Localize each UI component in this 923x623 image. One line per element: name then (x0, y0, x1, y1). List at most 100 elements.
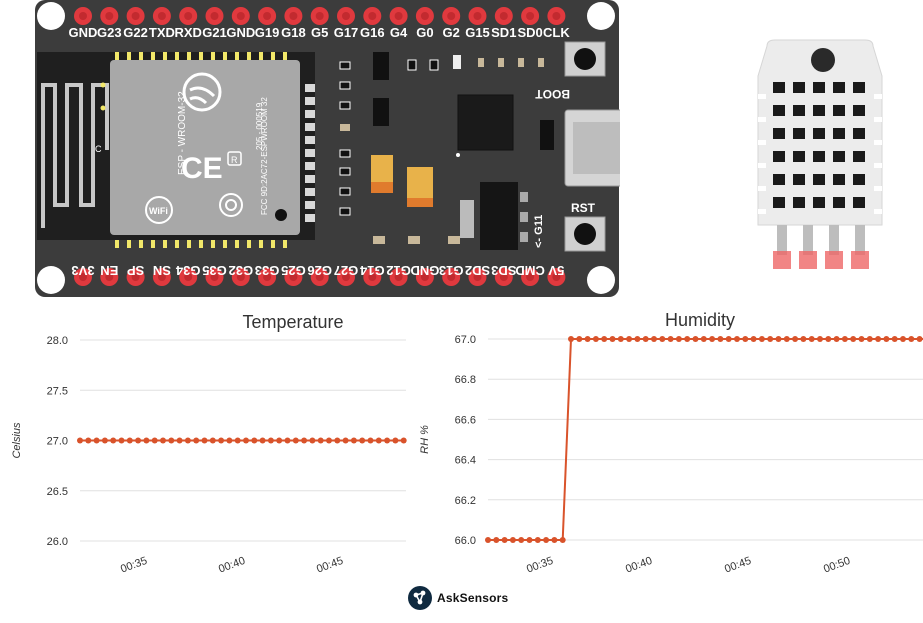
data-point[interactable] (93, 437, 100, 444)
data-point[interactable] (501, 537, 508, 543)
data-point[interactable] (392, 437, 399, 444)
data-point[interactable] (493, 537, 500, 543)
data-point[interactable] (485, 537, 491, 543)
data-point[interactable] (692, 336, 699, 342)
data-point[interactable] (626, 336, 633, 342)
rst-button[interactable] (564, 216, 606, 252)
data-point[interactable] (833, 336, 840, 342)
data-point[interactable] (267, 437, 274, 444)
pin-label-top: G17 (334, 25, 359, 40)
data-point[interactable] (825, 336, 832, 342)
data-point[interactable] (609, 336, 616, 342)
data-point[interactable] (543, 537, 550, 543)
data-point[interactable] (659, 336, 666, 342)
data-point[interactable] (509, 537, 516, 543)
data-point[interactable] (251, 437, 258, 444)
data-point[interactable] (334, 437, 341, 444)
data-point[interactable] (526, 537, 533, 543)
data-point[interactable] (592, 336, 599, 342)
data-point[interactable] (184, 437, 191, 444)
data-point[interactable] (916, 336, 923, 342)
data-point[interactable] (576, 336, 583, 342)
data-point[interactable] (118, 437, 125, 444)
data-point[interactable] (367, 437, 374, 444)
data-point[interactable] (634, 336, 641, 342)
data-point[interactable] (891, 336, 898, 342)
data-point[interactable] (160, 437, 166, 444)
data-point[interactable] (858, 336, 865, 342)
data-point[interactable] (301, 437, 308, 444)
data-point[interactable] (375, 437, 382, 444)
data-point[interactable] (783, 336, 790, 342)
data-point[interactable] (568, 336, 574, 342)
data-point[interactable] (866, 336, 873, 342)
data-point[interactable] (758, 336, 765, 342)
asksensors-brand[interactable]: AskSensors (408, 586, 508, 610)
data-point[interactable] (101, 437, 108, 444)
data-point[interactable] (651, 336, 657, 342)
data-point[interactable] (717, 336, 724, 342)
data-point[interactable] (767, 336, 774, 342)
data-point[interactable] (292, 437, 299, 444)
data-point[interactable] (700, 336, 707, 342)
data-point[interactable] (742, 336, 749, 342)
data-point[interactable] (850, 336, 857, 342)
data-point[interactable] (675, 336, 682, 342)
data-point[interactable] (359, 437, 366, 444)
data-point[interactable] (518, 537, 525, 543)
data-point[interactable] (226, 437, 233, 444)
data-point[interactable] (875, 336, 882, 342)
data-point[interactable] (551, 537, 558, 543)
data-point[interactable] (792, 336, 799, 342)
data-point[interactable] (883, 336, 890, 342)
data-point[interactable] (326, 437, 332, 444)
data-point[interactable] (276, 437, 283, 444)
data-point[interactable] (400, 437, 407, 444)
data-point[interactable] (617, 336, 624, 342)
data-point[interactable] (900, 336, 906, 342)
data-point[interactable] (808, 336, 815, 342)
data-point[interactable] (684, 336, 691, 342)
data-point[interactable] (709, 336, 716, 342)
data-point[interactable] (168, 437, 175, 444)
data-point[interactable] (534, 537, 541, 543)
data-point[interactable] (642, 336, 649, 342)
data-point[interactable] (667, 336, 674, 342)
x-tick-label: 00:45 (315, 555, 345, 576)
data-point[interactable] (110, 437, 117, 444)
data-point[interactable] (817, 336, 823, 342)
data-point[interactable] (309, 437, 316, 444)
data-point[interactable] (193, 437, 200, 444)
boot-button[interactable] (564, 41, 606, 77)
data-point[interactable] (234, 437, 241, 444)
data-point[interactable] (143, 437, 150, 444)
data-point[interactable] (725, 336, 732, 342)
data-point[interactable] (135, 437, 142, 444)
data-point[interactable] (908, 336, 915, 342)
data-point[interactable] (342, 437, 349, 444)
data-point[interactable] (601, 336, 608, 342)
data-point[interactable] (243, 437, 249, 444)
data-point[interactable] (218, 437, 225, 444)
data-point[interactable] (77, 437, 83, 444)
data-point[interactable] (350, 437, 357, 444)
data-point[interactable] (151, 437, 158, 444)
pin-label-top: G22 (123, 25, 148, 40)
data-point[interactable] (775, 336, 782, 342)
data-point[interactable] (750, 336, 757, 342)
data-point[interactable] (209, 437, 216, 444)
data-point[interactable] (559, 537, 566, 543)
data-point[interactable] (284, 437, 291, 444)
data-point[interactable] (584, 336, 591, 342)
data-point[interactable] (259, 437, 266, 444)
data-point[interactable] (317, 437, 324, 444)
data-point[interactable] (201, 437, 208, 444)
data-point[interactable] (734, 336, 740, 342)
data-point[interactable] (800, 336, 807, 342)
data-point[interactable] (841, 336, 848, 342)
data-point[interactable] (85, 437, 92, 444)
data-point[interactable] (126, 437, 133, 444)
data-point[interactable] (176, 437, 183, 444)
data-point[interactable] (384, 437, 391, 444)
y-tick-label: 66.8 (455, 374, 476, 386)
